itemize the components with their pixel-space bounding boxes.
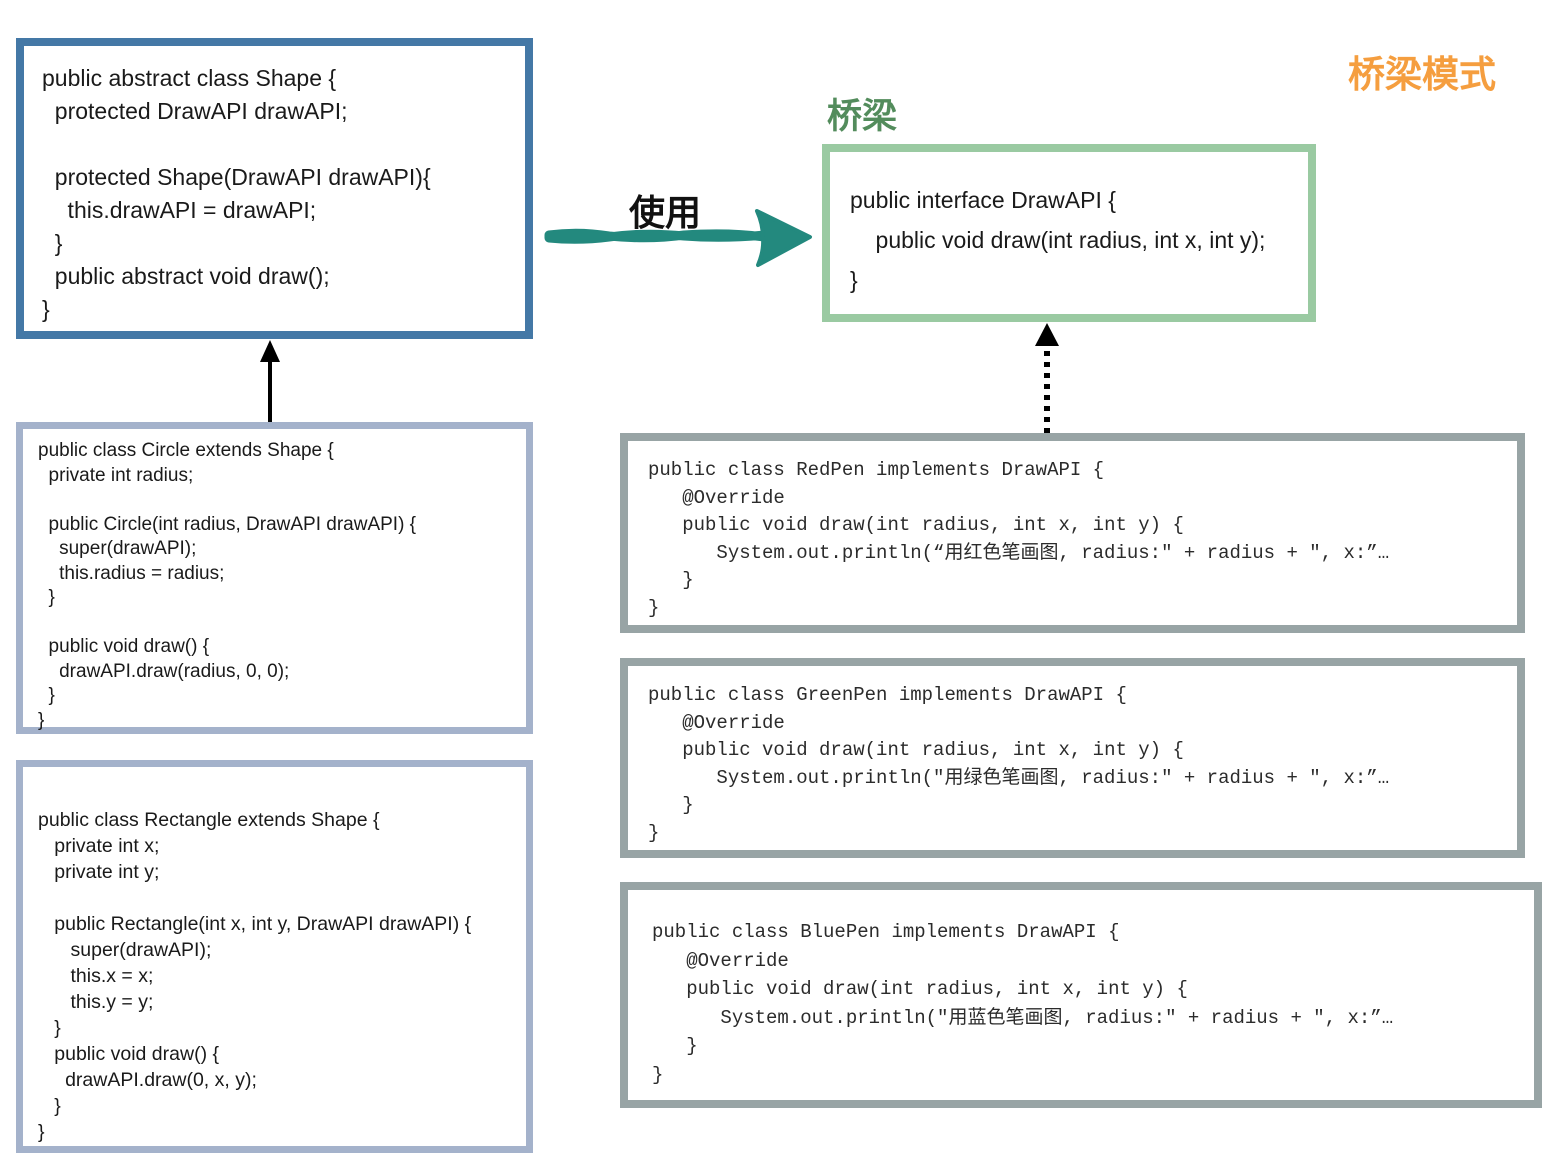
circle-class-code: public class Circle extends Shape { priv… xyxy=(38,440,417,731)
bluepen-class-box: public class BluePen implements DrawAPI … xyxy=(620,882,1542,1108)
drawapi-interface-code: public interface DrawAPI { public void d… xyxy=(850,187,1266,293)
rectangle-class-code: public class Rectangle extends Shape { p… xyxy=(38,809,472,1143)
shape-class-code: public abstract class Shape { protected … xyxy=(42,65,431,322)
implements-arrow-icon xyxy=(1035,323,1059,433)
bridge-label: 桥梁 xyxy=(827,97,898,136)
circle-class-box: public class Circle extends Shape { priv… xyxy=(16,422,533,734)
bluepen-class-code: public class BluePen implements DrawAPI … xyxy=(652,921,1394,1086)
use-arrow-icon xyxy=(544,209,812,267)
greenpen-class-code: public class GreenPen implements DrawAPI… xyxy=(648,684,1390,844)
shape-class-box: public abstract class Shape { protected … xyxy=(16,38,533,339)
redpen-class-box: public class RedPen implements DrawAPI {… xyxy=(620,433,1525,633)
greenpen-class-box: public class GreenPen implements DrawAPI… xyxy=(620,658,1525,858)
diagram-title: 桥梁模式 xyxy=(1348,54,1496,95)
extends-arrow-icon xyxy=(260,340,280,422)
rectangle-class-box: public class Rectangle extends Shape { p… xyxy=(16,760,533,1153)
use-label: 使用 xyxy=(629,192,702,233)
redpen-class-code: public class RedPen implements DrawAPI {… xyxy=(648,459,1390,619)
drawapi-interface-box: public interface DrawAPI { public void d… xyxy=(822,144,1316,322)
